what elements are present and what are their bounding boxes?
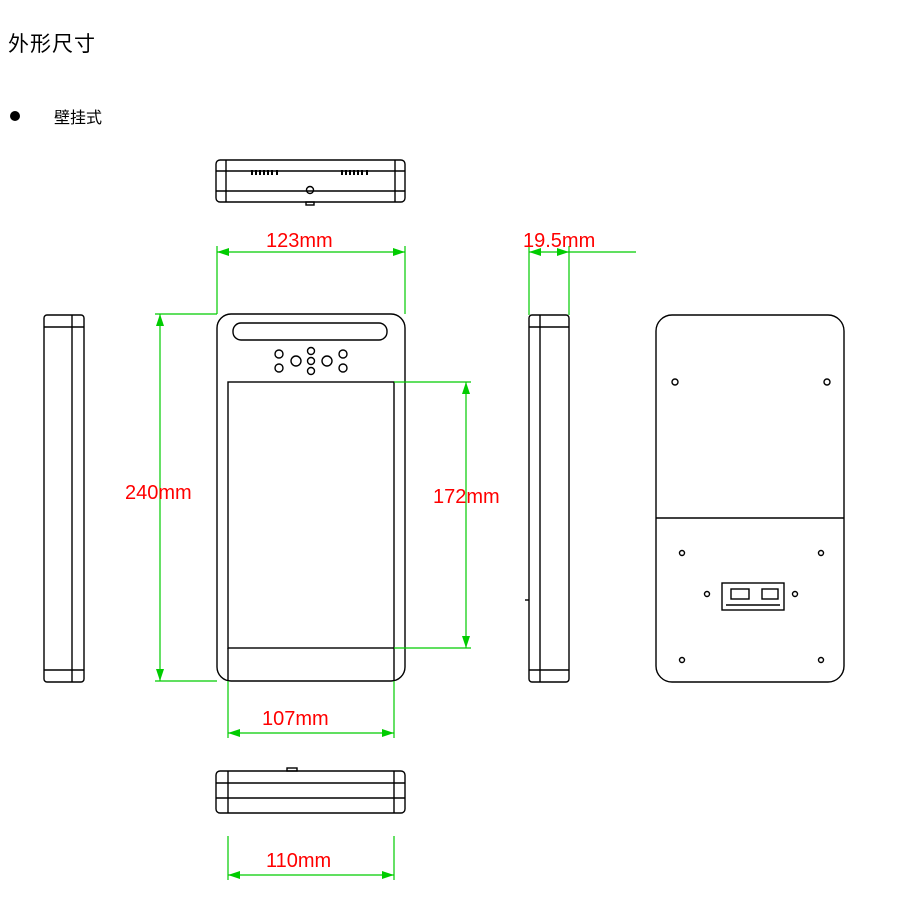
back-view [655, 314, 845, 683]
section-title: 外形尺寸 [8, 32, 96, 56]
dimension-lines [155, 246, 636, 880]
left-side-view [43, 314, 85, 683]
dim-depth: 19.5mm [523, 230, 595, 252]
dim-screen-height: 172mm [433, 486, 500, 508]
bullet-dot-icon [10, 111, 20, 121]
dim-width-total: 123mm [266, 230, 333, 252]
front-view [216, 313, 406, 682]
bullet-item: 壁挂式 [10, 104, 102, 128]
dimension-arrows [156, 248, 569, 879]
right-side-view [525, 314, 570, 683]
top-vent-marks [251, 170, 368, 175]
bottom-view [215, 767, 406, 814]
dim-screen-width: 107mm [262, 708, 329, 730]
dim-height-total: 240mm [125, 482, 192, 504]
dim-bottom-width: 110mm [266, 850, 331, 872]
top-view [215, 159, 406, 206]
bullet-item-label: 壁挂式 [54, 108, 103, 127]
